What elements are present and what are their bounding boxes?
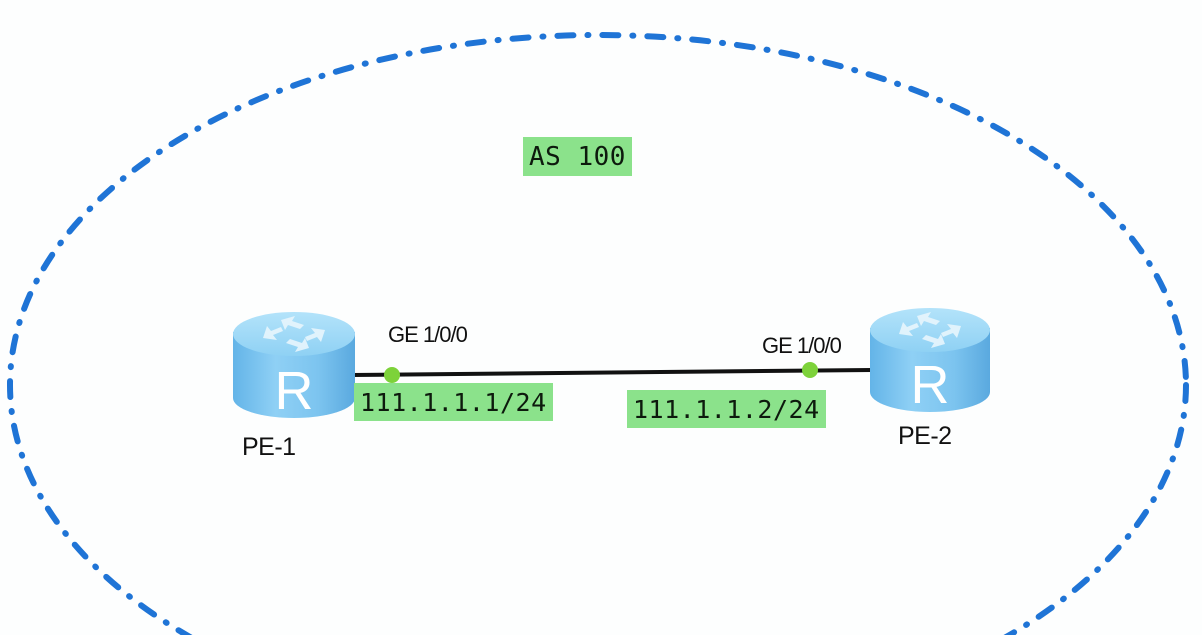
router-icon[interactable] xyxy=(233,312,355,418)
ip-label-pe1: 111.1.1.1/24 xyxy=(354,383,553,421)
link-pe1-pe2[interactable] xyxy=(351,368,873,377)
port-dot-pe2[interactable] xyxy=(802,362,818,378)
router-arrows-icon xyxy=(263,316,325,352)
router-pe2[interactable]: R xyxy=(870,308,990,412)
router-letter: R xyxy=(274,361,314,421)
router-icon[interactable] xyxy=(870,308,990,412)
as-label: AS 100 xyxy=(523,137,632,176)
interface-label-pe1: GE 1/0/0 xyxy=(388,322,468,347)
as-boundary-ellipse xyxy=(7,32,1189,635)
router-pe1[interactable]: R xyxy=(233,312,355,420)
port-dot-pe1[interactable] xyxy=(384,367,400,383)
node-name-pe2: PE-2 xyxy=(898,422,952,450)
ip-label-pe2: 111.1.1.2/24 xyxy=(627,390,826,428)
router-letter: R xyxy=(910,355,950,415)
router-arrows-icon xyxy=(899,312,961,348)
node-name-pe1: PE-1 xyxy=(242,433,296,461)
interface-label-pe2: GE 1/0/0 xyxy=(762,333,842,358)
